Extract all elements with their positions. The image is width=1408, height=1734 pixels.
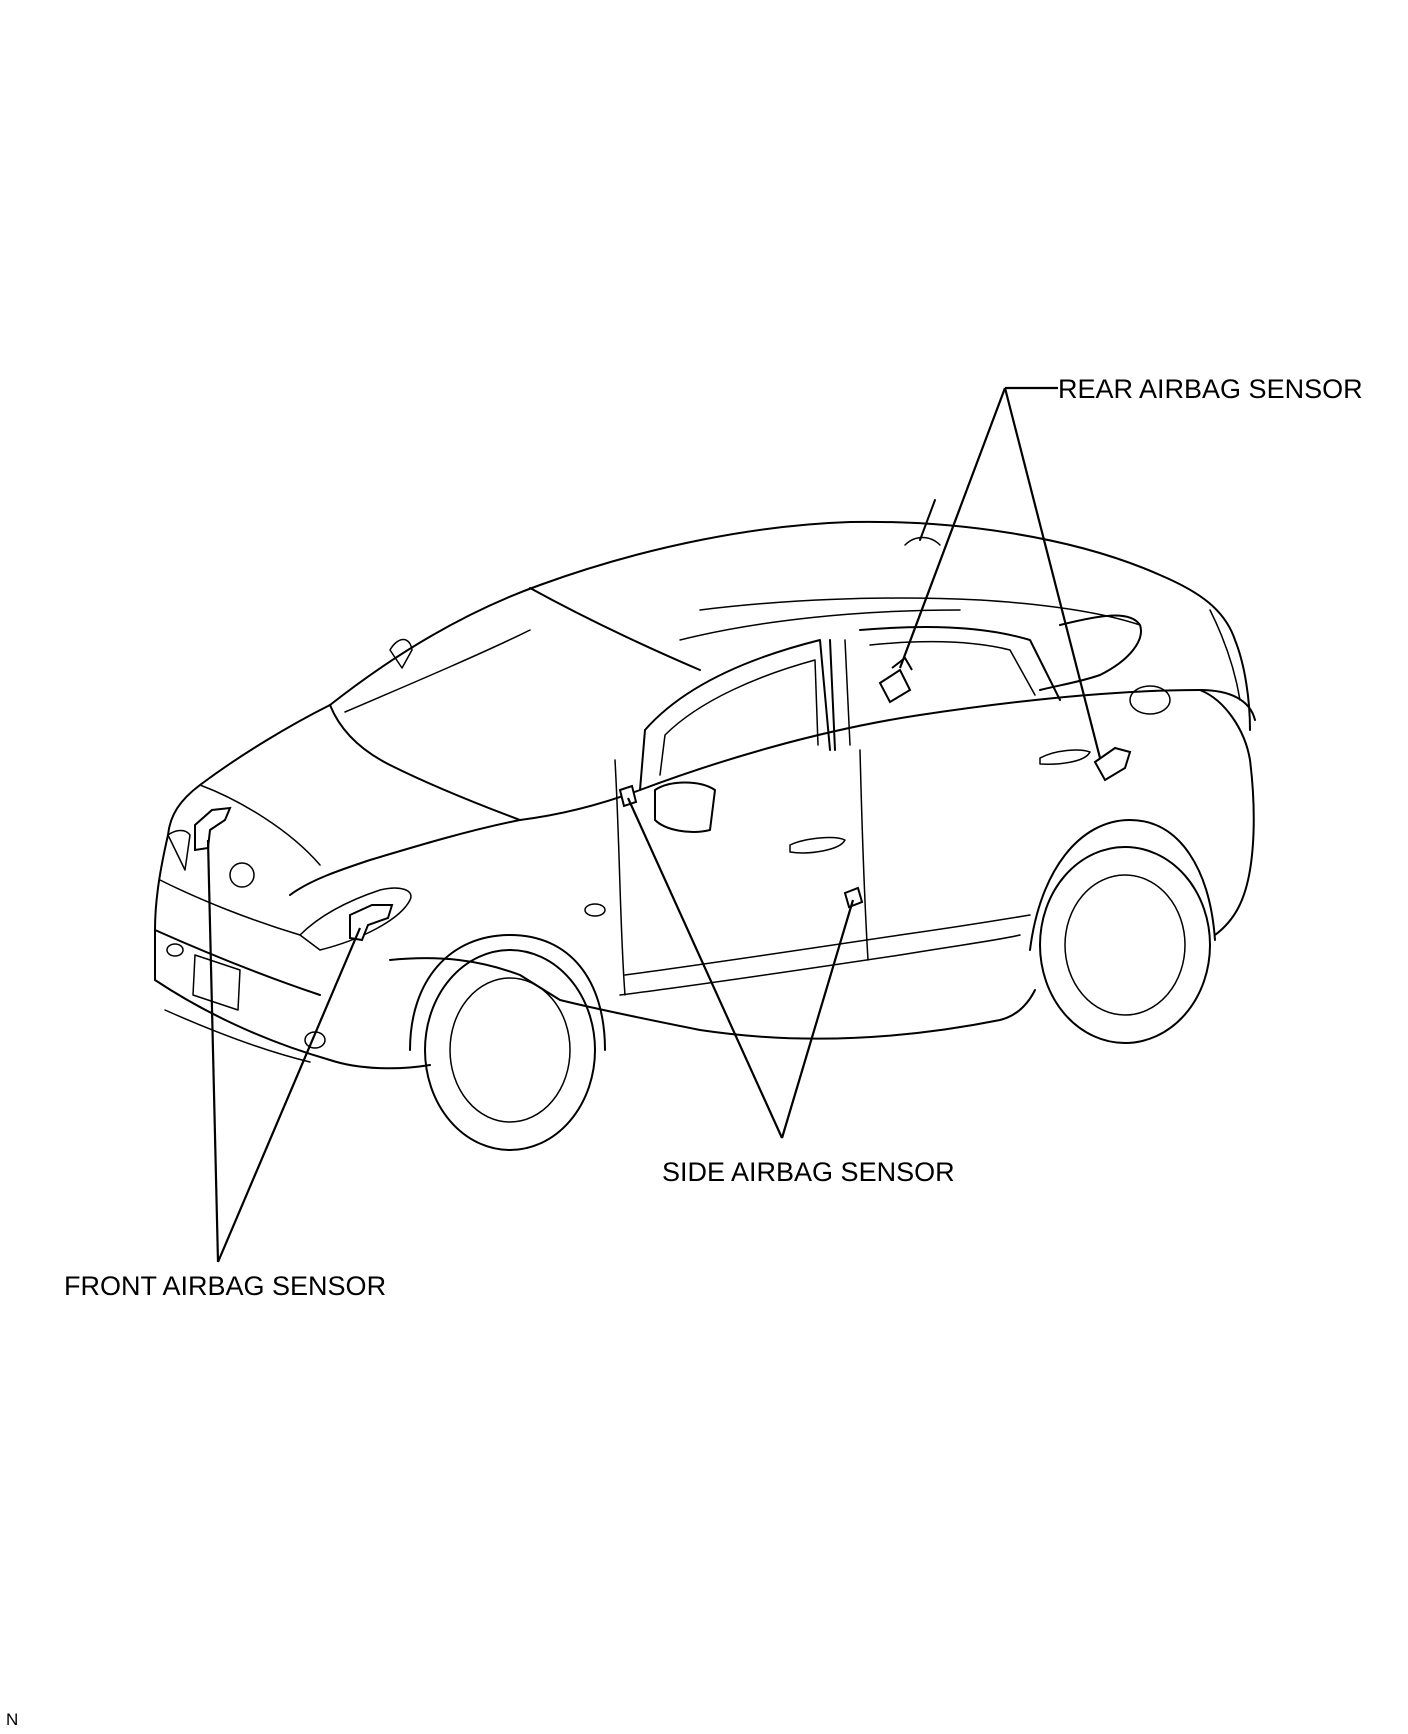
rear-airbag-sensor-label: REAR AIRBAG SENSOR xyxy=(1058,374,1363,404)
figure-code: N xyxy=(6,1710,19,1729)
rear-leader-lower xyxy=(1003,387,1102,759)
side-airbag-sensor-label: SIDE AIRBAG SENSOR xyxy=(662,1157,955,1187)
rear-airbag-sensor-upper xyxy=(878,656,913,704)
leader-lines xyxy=(206,386,1102,1263)
rear-airbag-sensor-lower xyxy=(1093,746,1132,782)
front-airbag-sensor-right xyxy=(349,904,394,942)
front-leader-right xyxy=(216,927,362,1263)
car-outline xyxy=(154,499,1256,1151)
front-airbag-sensor-left xyxy=(194,806,232,852)
side-airbag-sensor-pillar xyxy=(618,784,638,808)
side-airbag-sensor-door xyxy=(843,886,864,909)
side-leader-pillar xyxy=(626,797,784,1139)
side-leader-door xyxy=(780,899,855,1139)
rear-leader-upper xyxy=(898,387,1007,669)
front-leader-left xyxy=(206,839,220,1263)
front-airbag-sensor-label: FRONT AIRBAG SENSOR xyxy=(64,1271,387,1301)
